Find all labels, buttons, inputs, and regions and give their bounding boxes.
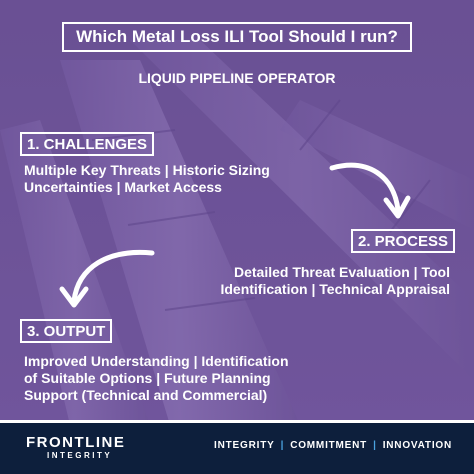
challenges-label-box: 1. CHALLENGES (20, 132, 155, 156)
title-box: Which Metal Loss ILI Tool Should I run? (62, 22, 412, 52)
process-line: Identification | Technical Appraisal (220, 281, 450, 297)
curved-arrow-right-down-icon (329, 162, 411, 219)
output-label-box: 3. OUTPUT (20, 319, 113, 343)
output-label: 3. OUTPUT (27, 322, 106, 340)
tagline-commitment: COMMITMENT (290, 440, 368, 451)
challenges-line: Uncertainties | Market Access (24, 179, 222, 195)
challenges-line: Multiple Key Threats | Historic Sizing (24, 162, 270, 178)
footer: FRONTLINE INTEGRITY INTEGRITY | COMMITME… (0, 420, 474, 474)
tagline: INTEGRITY | COMMITMENT | INNOVATION (214, 440, 452, 451)
process-label: 2. PROCESS (358, 232, 449, 250)
challenges-label: 1. CHALLENGES (27, 135, 148, 153)
page-title: Which Metal Loss ILI Tool Should I run? (76, 27, 398, 46)
footer-divider (0, 420, 474, 423)
tagline-innovation: INNOVATION (382, 440, 452, 451)
output-line: Improved Understanding | Identification (24, 353, 289, 369)
process-label-box: 2. PROCESS (351, 229, 456, 253)
challenges-text: Multiple Key Threats | Historic Sizing U… (24, 162, 324, 196)
tagline-integrity: INTEGRITY (214, 440, 275, 451)
pipeline-background (0, 0, 474, 425)
output-text: Improved Understanding | Identification … (24, 353, 364, 404)
process-text: Detailed Threat Evaluation | Tool Identi… (150, 264, 450, 298)
curved-arrow-left-down-icon (59, 249, 155, 308)
process-line: Detailed Threat Evaluation | Tool (233, 264, 450, 280)
logo-frontline: FRONTLINE (26, 434, 126, 451)
tagline-separator: | (280, 440, 285, 451)
tagline-separator: | (373, 440, 377, 451)
subtitle: LIQUID PIPELINE OPERATOR (138, 70, 336, 86)
output-line: Support (Technical and Commercial) (24, 387, 268, 403)
logo-integrity: INTEGRITY (47, 451, 113, 460)
output-line: of Suitable Options | Future Planning (24, 370, 271, 386)
